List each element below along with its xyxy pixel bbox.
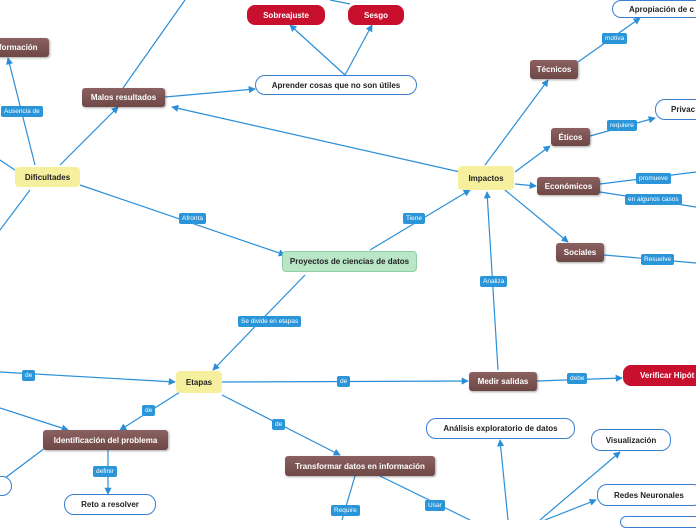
node-medir-salidas[interactable]: Medir salidas <box>469 372 537 391</box>
edge-redes <box>544 498 597 520</box>
edge-usar <box>379 475 471 520</box>
edge-sobreajuste <box>289 24 346 76</box>
edge-sociales <box>504 189 569 243</box>
node-etapas[interactable]: Etapas <box>176 371 222 393</box>
node-apropiacion[interactable]: Apropiación de c <box>612 0 696 18</box>
node-impactos[interactable]: Impactos <box>458 166 514 190</box>
node-reto[interactable]: Reto a resolver <box>64 494 156 515</box>
label-de-medir: de <box>337 376 351 387</box>
label-definir: definir <box>93 466 117 477</box>
node-sobreajuste[interactable]: Sobreajuste <box>247 5 325 25</box>
edge-dif-malos <box>59 106 119 166</box>
node-sociales[interactable]: Sociales <box>556 243 604 262</box>
label-se-divide: Se divide en etapas <box>238 316 302 327</box>
label-motiva: motiva <box>602 33 628 44</box>
node-bottom-partial[interactable] <box>620 516 696 528</box>
edge-tecnicos <box>484 79 549 166</box>
label-de-transf: de <box>272 419 286 430</box>
edge-ident-off <box>4 447 46 479</box>
label-requiere2: Require <box>331 505 360 516</box>
edge-analisis <box>497 439 509 520</box>
node-transformar[interactable]: Transformar datos en información <box>285 456 435 476</box>
edge-malos-aprender <box>164 85 256 98</box>
edge-economicos <box>514 181 537 189</box>
node-analisis[interactable]: Análisis exploratorio de datos <box>426 418 575 439</box>
node-redes[interactable]: Redes Neuronales <box>597 484 696 506</box>
edge-malos-off <box>122 0 186 89</box>
label-analiza: Analiza <box>480 276 508 287</box>
label-usar: Usar <box>425 500 445 511</box>
label-requiere: requiere <box>607 120 637 131</box>
edge-visualizacion <box>539 451 621 520</box>
node-malos-resultados[interactable]: Malos resultados <box>82 88 165 107</box>
node-identificacion[interactable]: Identificación del problema <box>43 430 168 450</box>
edge-left-ident <box>0 407 69 432</box>
node-dificultades[interactable]: Dificultades <box>15 167 80 187</box>
node-center[interactable]: Proyectos de ciencias de datos <box>282 251 417 272</box>
edge-dif-off2 <box>0 189 31 231</box>
node-verificar[interactable]: Verificar Hipót <box>623 365 696 386</box>
node-tecnicos[interactable]: Técnicos <box>530 60 578 79</box>
node-eticos[interactable]: Éticos <box>551 128 590 146</box>
edge-top-off <box>329 0 351 5</box>
label-debe: debe <box>567 373 588 384</box>
label-promueve: promueve <box>636 173 671 184</box>
node-economicos[interactable]: Económicos <box>537 177 600 195</box>
label-tiene: Tiene <box>403 213 426 224</box>
label-resuelve: Resuelve <box>641 254 675 265</box>
edge-imp-malos <box>171 104 461 173</box>
label-de-ident: de <box>142 405 156 416</box>
node-aprender[interactable]: Aprender cosas que no son útiles <box>255 75 417 95</box>
edge-eticos <box>514 145 551 173</box>
label-afronta: Afronta <box>179 213 206 224</box>
edge-dif-off1 <box>0 159 16 171</box>
node-informacion[interactable]: nformación <box>0 38 49 57</box>
label-en-algunos: en algunos casos <box>625 194 682 205</box>
node-sesgo[interactable]: Sesgo <box>348 5 404 25</box>
label-ausencia: Ausencia de <box>1 106 43 117</box>
label-de-left: de <box>22 370 36 381</box>
node-privacidad[interactable]: Privac <box>655 99 696 120</box>
edge-sesgo <box>344 24 373 76</box>
node-visualizacion[interactable]: Visualización <box>591 429 671 451</box>
